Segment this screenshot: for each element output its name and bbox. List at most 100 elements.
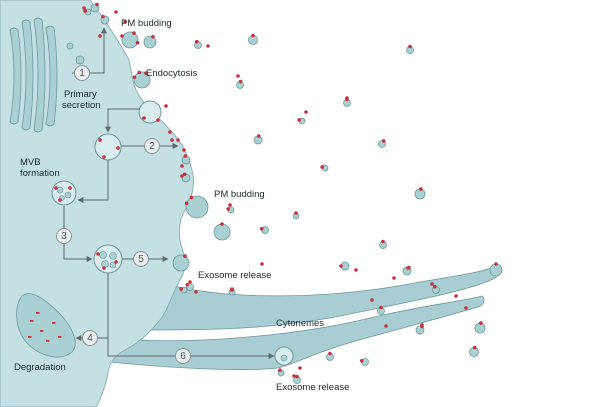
ligand-dot	[494, 262, 498, 266]
vesicle-27	[293, 374, 301, 384]
vesicle-4	[236, 79, 244, 89]
free-ligand-dot	[354, 268, 358, 272]
ligand-dot	[83, 9, 87, 13]
ligand-dot	[220, 222, 224, 226]
extracellular-vesicles	[82, 2, 503, 384]
vesicle-5	[406, 44, 414, 54]
free-ligand-dot	[236, 74, 240, 78]
free-ligand-dot	[464, 306, 468, 310]
budding-vesicle-top	[121, 31, 140, 49]
ligand-dot	[132, 75, 137, 80]
vesicle-8	[253, 134, 263, 145]
ligand-dot	[168, 130, 172, 134]
arrow-mvb-maturation	[63, 206, 93, 262]
golgi-vesicle-c	[66, 42, 74, 50]
vesicle-15	[292, 211, 300, 220]
degraded-ligand	[28, 336, 32, 338]
vesicle-2	[194, 39, 202, 49]
golgi-apparatus	[9, 17, 58, 133]
degraded-ligand	[30, 320, 34, 322]
vesicle-7	[297, 117, 306, 125]
ligand-dot	[176, 138, 180, 142]
free-ligand-dot	[454, 294, 458, 298]
ligand-dot	[144, 71, 148, 75]
degraded-ligand	[46, 340, 50, 342]
ligand-dot	[68, 186, 72, 190]
label-primary-secretion-1: Primary	[64, 89, 97, 100]
ligand-dot	[381, 239, 385, 244]
free-ligand-dot	[345, 96, 349, 100]
vesicle-28	[469, 345, 479, 357]
vesicle-33	[179, 286, 188, 294]
step-number: 5	[138, 254, 144, 265]
degraded-ligand	[58, 336, 62, 338]
label-mvb-formation-2: formation	[20, 168, 60, 179]
ligand-dot	[259, 227, 264, 231]
vesicle-25	[489, 262, 503, 277]
degraded-ligand	[40, 330, 44, 332]
vesicle-9	[378, 139, 386, 148]
label-exosome-release-mid: Exosome release	[198, 270, 271, 281]
vesicle-32	[181, 172, 191, 183]
free-ligand-dot	[170, 138, 174, 142]
ligand-dot	[294, 211, 298, 215]
vesicle-29	[359, 358, 369, 366]
ligand-dot	[98, 138, 102, 142]
vesicle-12	[226, 206, 235, 214]
free-ligand-dot	[180, 174, 184, 178]
vesicle-34	[90, 2, 100, 13]
arrow-to-mvb	[77, 160, 109, 203]
ligand-dot	[295, 374, 299, 379]
vesicle-17	[339, 261, 350, 271]
free-ligand-dot	[230, 288, 234, 292]
ligand-dot	[189, 195, 194, 200]
free-ligand-dot	[114, 10, 118, 14]
free-ligand-dot	[260, 262, 264, 266]
vesicle-24	[474, 321, 486, 334]
label-degradation: Degradation	[14, 362, 66, 373]
free-ligand-dot	[298, 366, 302, 370]
ligand-dot	[102, 266, 106, 270]
free-ligand-dot	[123, 20, 127, 24]
ligand-dot	[381, 139, 386, 143]
free-ligand-dot	[292, 374, 296, 378]
step-marker-4: 4	[82, 330, 98, 346]
ligand-dot	[164, 104, 168, 108]
ligand-dot	[137, 70, 142, 75]
ligand-dot	[58, 198, 62, 202]
free-ligand-dot	[406, 266, 410, 270]
free-ligand-dot	[98, 34, 102, 38]
vesicle-26	[326, 351, 334, 361]
free-ligand-dot	[82, 6, 86, 10]
label-exosome-release-bottom: Exosome release	[276, 382, 349, 393]
ligand-dot	[297, 118, 301, 122]
ligand-dot	[95, 2, 99, 7]
ligand-dot	[328, 351, 332, 356]
ligand-dot	[151, 35, 155, 39]
ligand-dot	[96, 252, 100, 256]
step-marker-2: 2	[144, 138, 160, 154]
cytoneme-lower	[109, 295, 485, 370]
ligand-dot	[182, 172, 187, 177]
ligand-dot	[182, 148, 186, 152]
free-ligand-dot	[228, 203, 232, 207]
free-ligand-dot	[430, 282, 434, 286]
ligand-dot	[320, 165, 324, 169]
ligand-dot	[433, 284, 437, 289]
multivesicular-body	[93, 244, 123, 274]
ligand-dot	[408, 44, 412, 49]
ligand-dot	[339, 264, 343, 268]
step-marker-5: 5	[133, 251, 149, 267]
label-pm-budding-mid: PM budding	[214, 189, 265, 200]
ligand-dot	[479, 321, 483, 325]
ligand-dot	[184, 201, 189, 206]
ligand-dot	[132, 31, 136, 35]
free-ligand-dot	[420, 323, 424, 327]
ligand-dot	[54, 186, 58, 190]
label-primary-secretion-2: secretion	[62, 100, 101, 111]
step-number: 6	[180, 351, 186, 362]
ligand-dot	[185, 282, 190, 287]
ligand-dot	[102, 155, 106, 159]
